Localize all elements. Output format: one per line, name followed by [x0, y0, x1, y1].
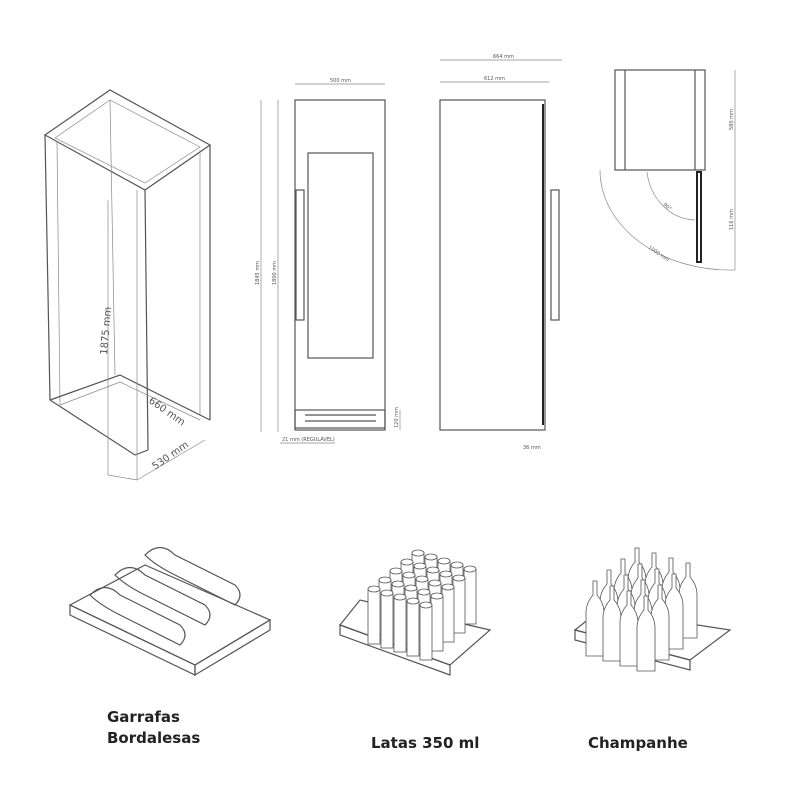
can	[367, 585, 381, 645]
side-gap-label: 36 mm	[523, 445, 541, 451]
cans-label: Latas 350 ml	[371, 734, 480, 752]
side-body-depth-label: 612 mm	[484, 76, 505, 82]
champagne-bottle	[678, 562, 698, 639]
champagne-bottle	[585, 580, 605, 657]
champagne-label: Champanhe	[588, 734, 688, 752]
iso-depth-label: 660 mm	[146, 395, 187, 428]
can	[463, 565, 477, 625]
can	[430, 592, 444, 652]
top-angle-label: 90°	[662, 202, 673, 213]
front-view: 500 mm 1845 mm 1800 mm 120 mm 21 mm (REG…	[255, 78, 401, 444]
top-depth-label: 580 mm	[729, 109, 735, 130]
front-total-height-label: 1845 mm	[255, 261, 261, 285]
can	[380, 589, 394, 649]
side-total-depth-label: 664 mm	[493, 54, 514, 60]
can	[419, 601, 433, 661]
bordeaux-bottle-shelf	[68, 546, 272, 677]
can	[393, 593, 407, 653]
bordeaux-label-line1: Garrafas	[107, 708, 180, 726]
front-feet-label: 21 mm (REGULÁVEL)	[282, 436, 335, 443]
top-door-label: 116 mm	[729, 209, 735, 230]
front-width-label: 500 mm	[330, 78, 351, 84]
iso-height-label: 1875 mm	[99, 306, 114, 355]
front-door-height-label: 1800 mm	[272, 261, 278, 285]
top-swing-label: 1000 mm	[647, 245, 670, 264]
front-plinth-label: 120 mm	[394, 407, 400, 428]
champagne-shelf	[573, 547, 732, 672]
iso-width-label: 530 mm	[150, 439, 191, 472]
can	[441, 583, 455, 643]
bordeaux-label-line2: Bordalesas	[107, 729, 201, 747]
can	[452, 574, 466, 634]
can	[406, 597, 420, 657]
side-view: 664 mm 612 mm 36 mm	[439, 54, 562, 451]
champagne-bottle	[650, 584, 670, 661]
cans-shelf	[339, 549, 492, 676]
top-view: 580 mm 116 mm 90° 1000 mm	[599, 69, 736, 271]
bordeaux-label: Garrafas Bordalesas	[107, 707, 200, 749]
isometric-cabinet-view: 1875 mm 660 mm 530 mm	[43, 89, 212, 481]
champagne-bottle	[636, 595, 656, 672]
champagne-bottle	[664, 573, 684, 650]
